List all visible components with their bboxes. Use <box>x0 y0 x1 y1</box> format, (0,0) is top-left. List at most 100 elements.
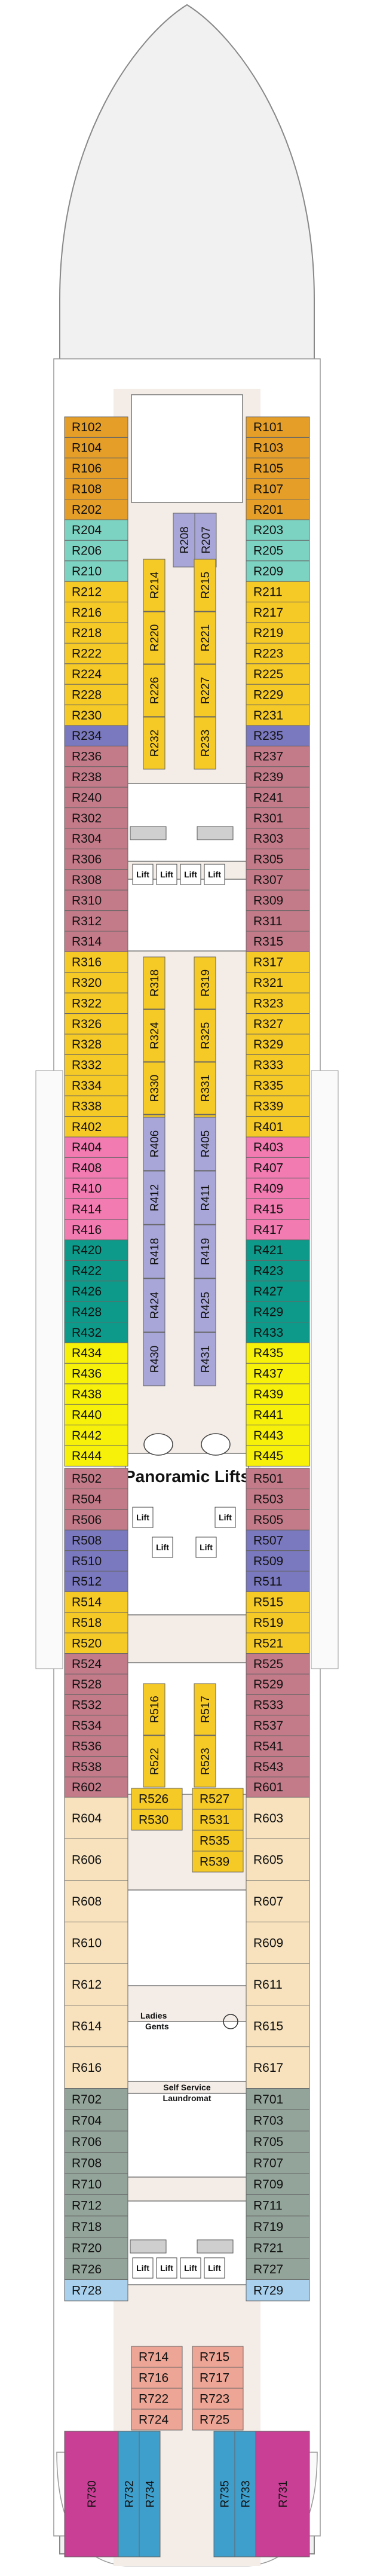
cabin-r501[interactable] <box>246 1468 310 1489</box>
cabin-r702[interactable] <box>64 2088 128 2110</box>
cabin-r525[interactable] <box>246 1653 310 1675</box>
cabin-r511[interactable] <box>246 1571 310 1592</box>
cabin-r329[interactable] <box>246 1034 310 1055</box>
cabin-r238[interactable] <box>64 766 128 788</box>
cabin-r412[interactable] <box>143 1170 165 1225</box>
cabin-r711[interactable] <box>246 2194 310 2217</box>
cabin-r202[interactable] <box>64 499 128 520</box>
cabin-r505[interactable] <box>246 1509 310 1531</box>
cabin-r732[interactable] <box>118 2431 140 2557</box>
cabin-r541[interactable] <box>246 1735 310 1757</box>
cabin-r228[interactable] <box>64 684 128 706</box>
cabin-r401[interactable] <box>246 1116 310 1138</box>
cabin-r425[interactable] <box>194 1278 216 1333</box>
cabin-r608[interactable] <box>64 1880 128 1922</box>
cabin-r215[interactable] <box>194 559 216 612</box>
cabin-r616[interactable] <box>64 2046 128 2089</box>
cabin-r506[interactable] <box>64 1509 128 1531</box>
cabin-r527[interactable] <box>192 1788 244 1810</box>
cabin-r601[interactable] <box>246 1776 310 1798</box>
cabin-r725[interactable] <box>192 2409 244 2431</box>
cabin-r539[interactable] <box>192 1851 244 1873</box>
cabin-r523[interactable] <box>194 1735 216 1788</box>
cabin-r734[interactable] <box>139 2431 161 2557</box>
cabin-r445[interactable] <box>246 1445 310 1467</box>
cabin-r208[interactable] <box>173 513 195 568</box>
cabin-r217[interactable] <box>246 602 310 623</box>
cabin-r221[interactable] <box>194 611 216 664</box>
cabin-r328[interactable] <box>64 1034 128 1055</box>
cabin-r509[interactable] <box>246 1550 310 1572</box>
cabin-r531[interactable] <box>192 1809 244 1831</box>
cabin-r102[interactable] <box>64 416 128 438</box>
cabin-r322[interactable] <box>64 992 128 1014</box>
cabin-r227[interactable] <box>194 664 216 717</box>
cabin-r704[interactable] <box>64 2109 128 2132</box>
cabin-r514[interactable] <box>64 1591 128 1613</box>
cabin-r104[interactable] <box>64 437 128 459</box>
cabin-r717[interactable] <box>192 2367 244 2389</box>
cabin-r433[interactable] <box>246 1322 310 1343</box>
cabin-r232[interactable] <box>143 717 165 770</box>
cabin-r321[interactable] <box>246 972 310 993</box>
cabin-r701[interactable] <box>246 2088 310 2110</box>
cabin-r339[interactable] <box>246 1095 310 1117</box>
cabin-r420[interactable] <box>64 1239 128 1261</box>
cabin-r331[interactable] <box>194 1062 216 1115</box>
cabin-r538[interactable] <box>64 1756 128 1778</box>
cabin-r236[interactable] <box>64 745 128 767</box>
cabin-r312[interactable] <box>64 910 128 932</box>
cabin-r434[interactable] <box>64 1342 128 1364</box>
cabin-r101[interactable] <box>246 416 310 438</box>
cabin-r409[interactable] <box>246 1178 310 1199</box>
cabin-r722[interactable] <box>131 2388 183 2410</box>
cabin-r720[interactable] <box>64 2237 128 2259</box>
cabin-r610[interactable] <box>64 1922 128 1964</box>
cabin-r327[interactable] <box>246 1013 310 1035</box>
cabin-r203[interactable] <box>246 519 310 541</box>
cabin-r406[interactable] <box>143 1117 165 1171</box>
cabin-r317[interactable] <box>246 951 310 973</box>
cabin-r522[interactable] <box>143 1735 165 1788</box>
cabin-r611[interactable] <box>246 1963 310 2005</box>
cabin-r439[interactable] <box>246 1383 310 1405</box>
cabin-r421[interactable] <box>246 1239 310 1261</box>
cabin-r728[interactable] <box>64 2279 128 2301</box>
cabin-r517[interactable] <box>194 1683 216 1736</box>
cabin-r233[interactable] <box>194 717 216 770</box>
cabin-r307[interactable] <box>246 869 310 891</box>
cabin-r721[interactable] <box>246 2237 310 2259</box>
cabin-r424[interactable] <box>143 1278 165 1333</box>
cabin-r543[interactable] <box>246 1756 310 1778</box>
cabin-r206[interactable] <box>64 539 128 562</box>
cabin-r231[interactable] <box>246 705 310 726</box>
cabin-r306[interactable] <box>64 848 128 870</box>
cabin-r241[interactable] <box>246 786 310 809</box>
cabin-r723[interactable] <box>192 2388 244 2410</box>
cabin-r530[interactable] <box>131 1809 183 1831</box>
cabin-r427[interactable] <box>246 1281 310 1302</box>
cabin-r609[interactable] <box>246 1922 310 1964</box>
cabin-r323[interactable] <box>246 992 310 1014</box>
cabin-r209[interactable] <box>246 560 310 582</box>
cabin-r510[interactable] <box>64 1550 128 1572</box>
cabin-r239[interactable] <box>246 766 310 788</box>
cabin-r403[interactable] <box>246 1136 310 1158</box>
cabin-r526[interactable] <box>131 1788 183 1810</box>
cabin-r437[interactable] <box>246 1362 310 1385</box>
cabin-r730[interactable] <box>64 2431 119 2557</box>
cabin-r220[interactable] <box>143 611 165 664</box>
cabin-r303[interactable] <box>246 828 310 849</box>
cabin-r429[interactable] <box>246 1301 310 1323</box>
cabin-r436[interactable] <box>64 1362 128 1385</box>
cabin-r519[interactable] <box>246 1612 310 1633</box>
cabin-r310[interactable] <box>64 889 128 911</box>
cabin-r518[interactable] <box>64 1612 128 1633</box>
cabin-r724[interactable] <box>131 2409 183 2431</box>
cabin-r205[interactable] <box>246 539 310 562</box>
cabin-r444[interactable] <box>64 1445 128 1467</box>
cabin-r325[interactable] <box>194 1009 216 1062</box>
cabin-r410[interactable] <box>64 1178 128 1199</box>
cabin-r305[interactable] <box>246 848 310 870</box>
cabin-r330[interactable] <box>143 1062 165 1115</box>
